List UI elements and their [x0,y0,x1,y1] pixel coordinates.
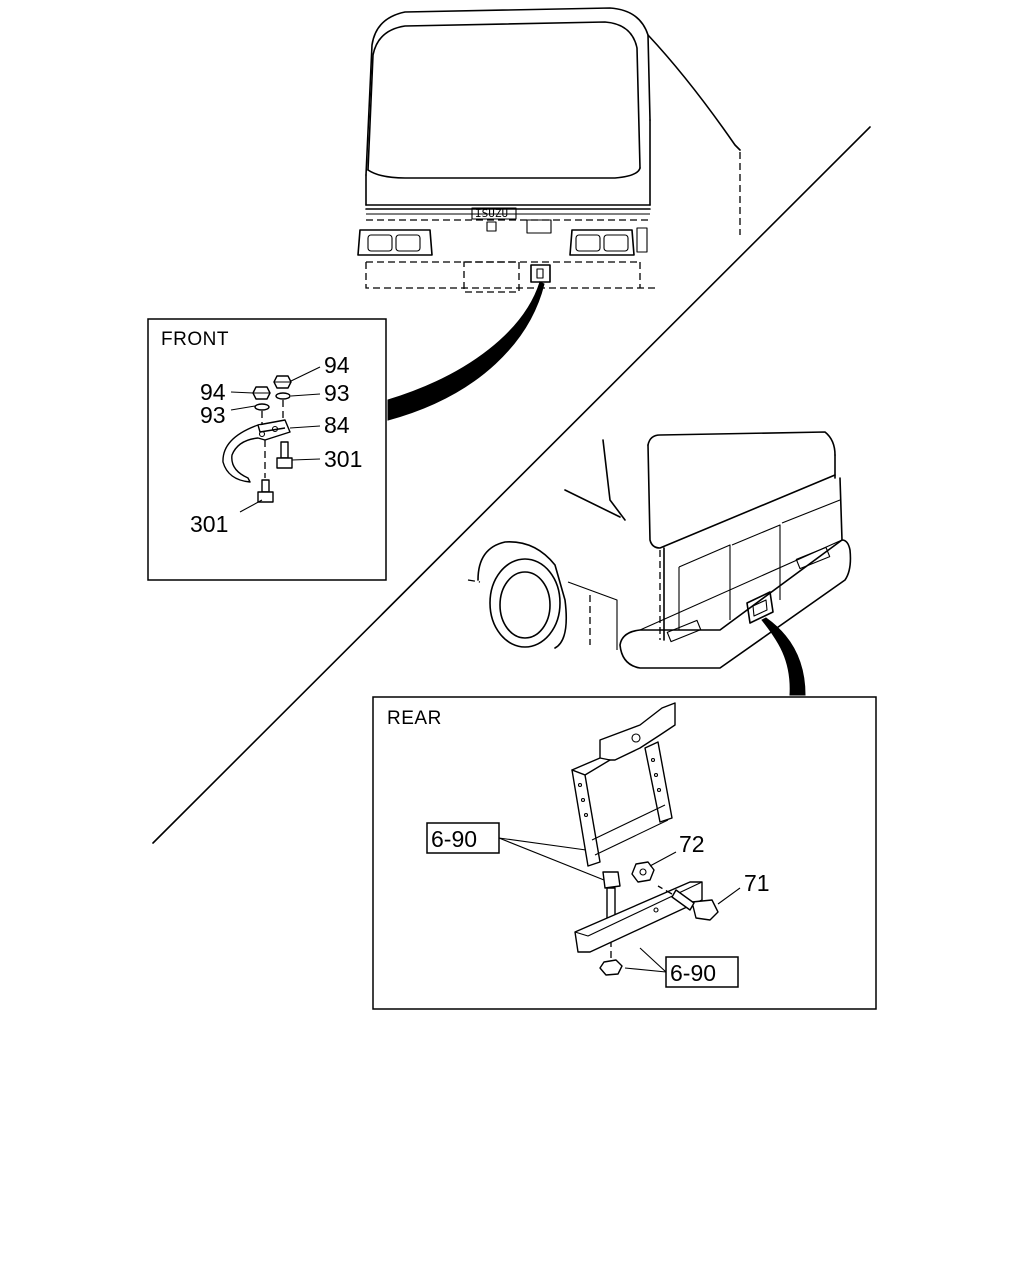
rear-bracket-lower [574,881,703,953]
label-93-right: 93 [324,380,350,406]
grille-logo-plate [471,207,517,220]
rear-wheel [489,558,561,648]
truck-rear-view [467,431,852,669]
label-93-left: 93 [200,402,226,428]
ref-6-90-upper: 6-90 [431,826,477,852]
truck-front-view: ISUZU [357,7,741,293]
ref-box-6-90-lower [665,956,739,988]
rear-bolt-vertical [602,871,621,889]
washer-93-left [254,403,270,411]
nut-72 [631,861,655,883]
grille-logo-text: ISUZU [475,207,508,220]
rear-nut-lower [599,959,623,976]
label-301-left: 301 [190,511,228,537]
bolt-301-left [261,479,270,493]
label-301-right: 301 [324,446,362,472]
diagonal-divider [152,126,871,844]
tow-hook-84 [222,419,291,483]
washer-93-right [275,392,291,400]
label-71: 71 [744,870,770,896]
rear-detail-panel: REAR 6-90 6-90 [372,696,877,1010]
left-headlamp [367,234,393,252]
emblem-icon [486,221,497,232]
front-callout-arrow [387,281,545,421]
rear-callout-arrow [761,617,806,696]
right-headlamp [575,234,601,252]
label-72: 72 [679,831,705,857]
bolt-301-right [280,441,289,459]
front-panel-title: FRONT [161,329,229,350]
rear-panel-title: REAR [387,708,442,729]
ref-6-90-lower: 6-90 [670,960,716,986]
bolt-71 [691,899,719,921]
ref-box-6-90-upper [426,822,500,854]
label-84: 84 [324,412,350,438]
label-94-right: 94 [324,352,350,378]
label-94-left: 94 [200,379,226,405]
front-detail-panel: FRONT 94 93 94 93 [147,318,387,581]
rear-tow-hook-location [746,591,774,624]
front-tow-hook-location [530,264,551,283]
